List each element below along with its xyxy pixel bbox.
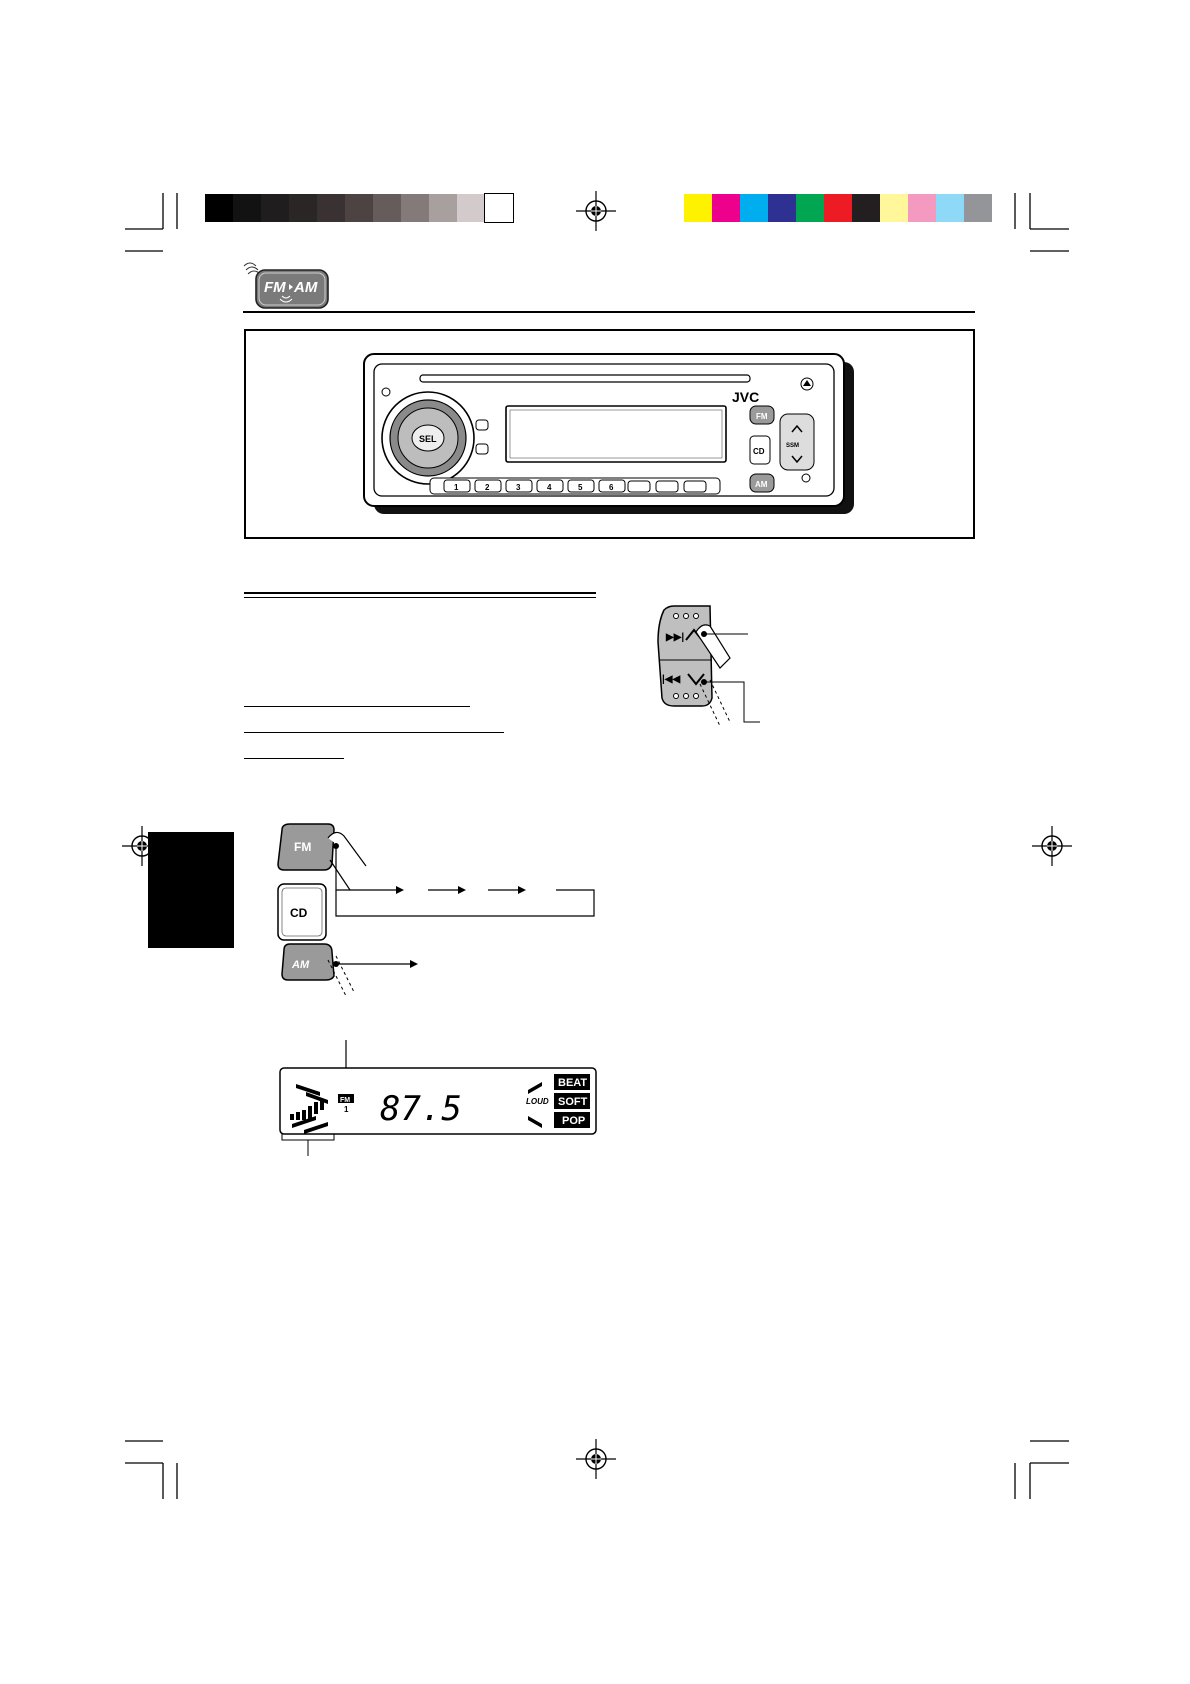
am-button-label: AM bbox=[291, 959, 310, 971]
grayscale-swatch bbox=[205, 194, 233, 222]
grayscale-swatch bbox=[345, 194, 373, 222]
device-panel-box bbox=[244, 329, 975, 539]
fm-am-badge: FM AM bbox=[242, 262, 332, 310]
prev-track-icon: |◀◀ bbox=[662, 674, 680, 685]
language-tab bbox=[148, 832, 234, 948]
preset-key bbox=[536, 479, 564, 493]
cd-button-label: CD bbox=[290, 906, 308, 920]
seek-buttons-illustration: ▶▶| |◀◀ bbox=[657, 605, 760, 727]
next-track-icon: ▶▶| bbox=[665, 632, 684, 643]
preset-key-number: 3 bbox=[516, 483, 521, 492]
color-swatch bbox=[824, 194, 852, 222]
color-swatch bbox=[768, 194, 796, 222]
preset-key-number: 1 bbox=[454, 483, 459, 492]
preset-key bbox=[598, 479, 626, 493]
lcd-mode-soft: SOFT bbox=[558, 1096, 588, 1108]
preset-key-number: 2 bbox=[485, 483, 490, 492]
color-swatch bbox=[712, 194, 740, 222]
car-stereo-faceplate: JVC SEL 1 2 3 4 5 6 FM CD AM SSM bbox=[363, 353, 854, 514]
grayscale-swatch bbox=[457, 194, 485, 222]
underline-1 bbox=[244, 706, 470, 707]
color-swatch bbox=[964, 194, 992, 222]
brand-logo: JVC bbox=[732, 389, 759, 405]
device-fm-label: FM bbox=[756, 412, 768, 421]
preset-key bbox=[474, 479, 502, 493]
lcd-frequency: 87.5 bbox=[380, 1089, 462, 1129]
header-rule bbox=[243, 311, 975, 313]
color-swatch bbox=[740, 194, 768, 222]
grayscale-swatch bbox=[484, 193, 514, 223]
grayscale-swatch bbox=[233, 194, 261, 222]
bottom-crop-marks bbox=[125, 1440, 1069, 1499]
badge-fm-text: FM bbox=[264, 279, 286, 296]
preset-key-number: 5 bbox=[578, 483, 583, 492]
preset-key bbox=[567, 479, 595, 493]
lcd-band-label: FM bbox=[340, 1097, 350, 1104]
lcd-mode-beat: BEAT bbox=[558, 1077, 587, 1089]
color-swatch bbox=[936, 194, 964, 222]
grayscale-swatch bbox=[317, 194, 345, 222]
grayscale-swatch bbox=[429, 194, 457, 222]
device-ssm-label: SSM bbox=[786, 443, 799, 449]
preset-key bbox=[505, 479, 533, 493]
preset-key bbox=[443, 479, 471, 493]
color-swatch bbox=[684, 194, 712, 222]
grayscale-swatch bbox=[261, 194, 289, 222]
grayscale-swatch bbox=[373, 194, 401, 222]
underline-3 bbox=[244, 758, 344, 759]
top-crop-marks bbox=[125, 193, 1069, 252]
registration-mark-top bbox=[576, 191, 616, 231]
grayscale-swatch bbox=[401, 194, 429, 222]
preset-key-number: 4 bbox=[547, 483, 552, 492]
registration-mark-bottom bbox=[576, 1439, 616, 1479]
lcd-mode-pop: POP bbox=[562, 1115, 585, 1127]
lcd-loud: LOUD bbox=[526, 1097, 549, 1106]
grayscale-swatch bbox=[289, 194, 317, 222]
color-swatch bbox=[796, 194, 824, 222]
sel-label: SEL bbox=[419, 434, 437, 444]
color-swatch bbox=[908, 194, 936, 222]
lcd-band-number: 1 bbox=[344, 1105, 349, 1114]
band-buttons-illustration: FM CD AM bbox=[277, 823, 595, 997]
device-am-label: AM bbox=[755, 480, 768, 489]
badge-am-text: AM bbox=[293, 279, 318, 296]
underline-2 bbox=[244, 732, 504, 733]
fm-button-label: FM bbox=[294, 840, 311, 854]
color-swatch bbox=[852, 194, 880, 222]
section-double-rule bbox=[244, 592, 596, 598]
lcd-display: FM 1 87.5 LOUD BEAT SOFT POP bbox=[279, 1040, 597, 1156]
registration-mark-right bbox=[1032, 826, 1072, 866]
device-cd-label: CD bbox=[753, 447, 765, 456]
registration-mark-left bbox=[122, 826, 162, 866]
preset-key-number: 6 bbox=[609, 483, 614, 492]
color-swatch bbox=[880, 194, 908, 222]
